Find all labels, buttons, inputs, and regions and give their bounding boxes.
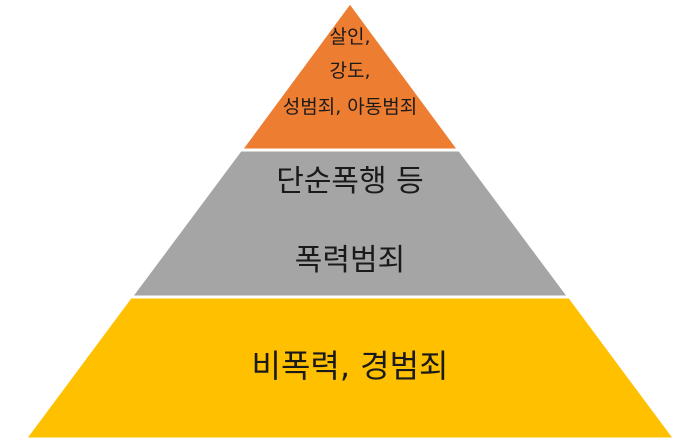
top-tier-line-sex-crimes: 성범죄, 아동범죄 [282,96,418,118]
bottom-tier-line-nonviolent: 비폭력, 경범죄 [251,347,449,385]
middle-tier-line-violent-crimes: 폭력범죄 [294,243,406,278]
pyramid-bottom-tier [26,297,674,439]
pyramid-middle-tier [132,150,568,297]
middle-tier-line-simple-assault: 단순폭행 등 [276,164,424,199]
top-tier-line-robbery: 강도, [329,60,371,82]
pyramid-top-tier [242,3,458,150]
top-tier-line-murder: 살인, [329,26,371,48]
